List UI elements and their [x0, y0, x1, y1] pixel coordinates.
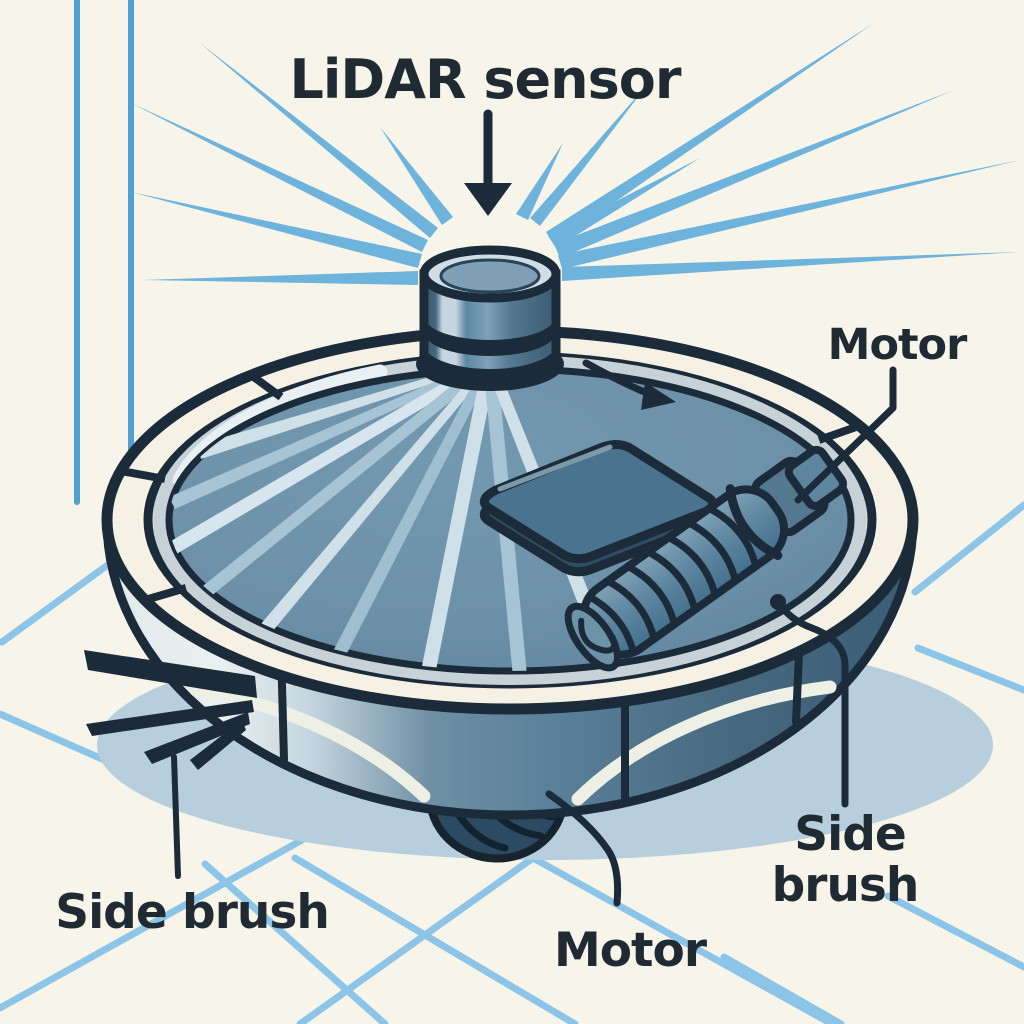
floor-line — [914, 644, 1024, 694]
floor-line — [884, 892, 1024, 971]
floor-line — [911, 501, 1024, 596]
leader-line-side-brush-left — [171, 754, 181, 879]
down-arrow-icon — [464, 109, 512, 216]
rotation-arrow-icon — [582, 359, 676, 410]
roller-end-curl — [578, 617, 618, 654]
lidar-ray — [558, 160, 1020, 269]
lidar-ray — [530, 85, 647, 226]
floor-line — [720, 953, 845, 1024]
brush-tuft — [190, 720, 246, 770]
dustbin-panel — [479, 440, 718, 577]
rim-tick — [120, 467, 166, 483]
turret-body — [419, 269, 561, 391]
dustbin-highlight — [497, 444, 613, 492]
turret-top-face — [439, 258, 541, 294]
lidar-ray — [554, 90, 954, 258]
lidar-ray — [380, 127, 453, 225]
motor-top-label: Motor — [828, 320, 968, 370]
floor-line — [291, 854, 579, 1024]
lidar-ray — [200, 43, 438, 238]
side-brush-right-label-line1: Side — [794, 807, 905, 862]
side-brush-left-label: Side brush — [55, 885, 329, 940]
robot-skirt-highlight — [189, 683, 431, 803]
brush-tuft — [84, 650, 257, 698]
part-labels: LiDAR sensor Motor Side brush Motor Side… — [55, 48, 969, 978]
lidar-rays-icon — [131, 23, 1020, 285]
floor-line — [296, 854, 537, 1024]
side-brush-right-label-line2: brush — [772, 858, 919, 913]
lidar-ray — [516, 143, 563, 220]
floor-line — [201, 860, 389, 1024]
rim-tick — [817, 422, 861, 444]
deck-stripe — [169, 369, 494, 559]
robot-skirt-highlight — [571, 680, 837, 806]
leader-line-side-brush-right — [775, 599, 849, 808]
deck-stripe — [193, 369, 494, 606]
leader-line-motor-top — [794, 366, 897, 504]
brush-tuft — [144, 712, 250, 764]
deck-ray-stripes — [169, 369, 617, 671]
leader-dot — [770, 594, 786, 610]
floor-line — [0, 826, 324, 1012]
lidar-sensor-label: LiDAR sensor — [290, 48, 682, 111]
lidar-turret — [416, 245, 564, 391]
motor-bottom-label: Motor — [554, 923, 708, 978]
lidar-ray — [548, 158, 700, 248]
turret-band — [424, 316, 556, 356]
brush-tuft — [86, 700, 254, 736]
deck-stripe — [169, 369, 493, 509]
deck-stripe — [254, 369, 493, 644]
deck-stripe — [332, 369, 495, 663]
lidar-ray — [143, 271, 418, 285]
deck-stripe — [421, 369, 497, 671]
lidar-ray — [131, 103, 428, 252]
rim-tick — [248, 371, 284, 401]
side-brush-tufts — [84, 650, 257, 770]
lidar-ray — [546, 23, 874, 244]
floor-line — [529, 854, 836, 1024]
leader-line-motor-bottom — [545, 790, 622, 907]
deck-stripe — [197, 369, 492, 459]
roller-brush — [564, 445, 847, 672]
roller-bristles — [586, 484, 783, 654]
turret-band — [424, 344, 556, 383]
leader-lines — [171, 366, 897, 907]
lidar-ray — [562, 252, 1018, 281]
rim-tick — [143, 584, 188, 604]
lidar-ray — [131, 192, 422, 268]
